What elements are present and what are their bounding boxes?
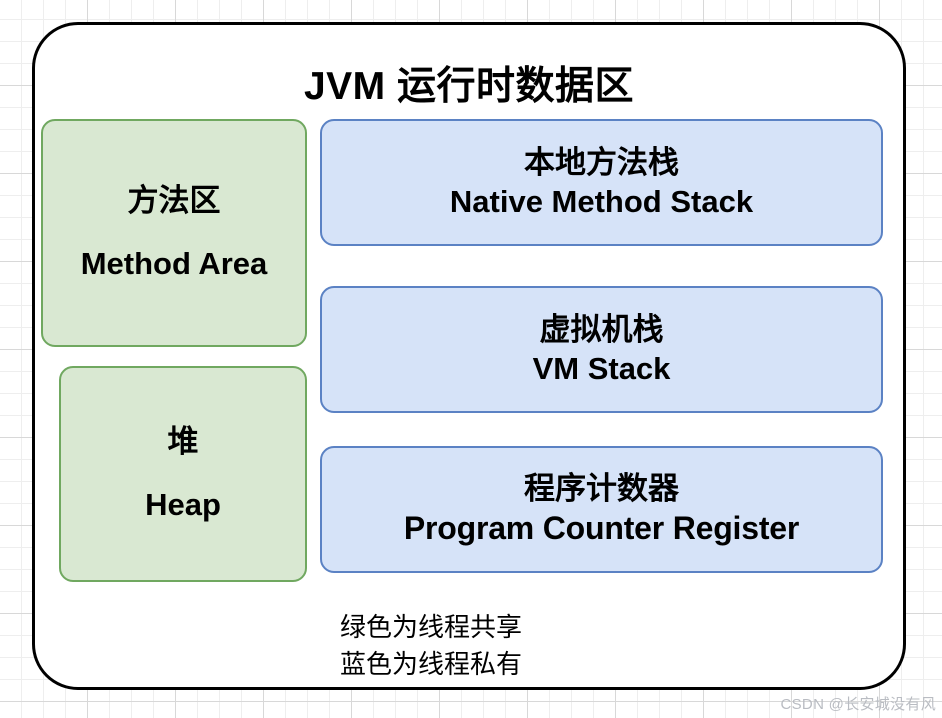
jvm-runtime-data-area-container: JVM 运行时数据区 方法区 Method Area 堆 Heap 本地方法栈 … (32, 22, 906, 690)
region-label-cn-native-method-stack: 本地方法栈 (524, 144, 679, 180)
region-box-method-area: 方法区 Method Area (41, 119, 307, 347)
region-label-cn-heap: 堆 (167, 424, 199, 460)
region-label-en-program-counter-register: Program Counter Register (403, 509, 800, 546)
region-label-cn-method-area: 方法区 (127, 183, 221, 219)
region-box-heap: 堆 Heap (59, 366, 307, 582)
watermark: CSDN @长安城没有风 (780, 696, 936, 713)
region-label-en-vm-stack: VM Stack (532, 350, 671, 386)
region-label-en-native-method-stack: Native Method Stack (449, 183, 754, 219)
region-box-vm-stack: 虚拟机栈 VM Stack (320, 286, 883, 413)
region-label-cn-program-counter-register: 程序计数器 (524, 471, 679, 507)
region-label-en-method-area: Method Area (80, 246, 268, 281)
region-label-cn-vm-stack: 虚拟机栈 (539, 311, 664, 347)
legend-line-shared: 绿色为线程共享 (340, 612, 523, 642)
region-box-native-method-stack: 本地方法栈 Native Method Stack (320, 119, 883, 246)
legend-line-private: 蓝色为线程私有 (340, 648, 523, 679)
page-title: JVM 运行时数据区 (303, 65, 635, 108)
region-label-en-heap: Heap (145, 487, 221, 522)
legend: 绿色为线程共享 蓝色为线程私有 (340, 609, 522, 683)
region-box-program-counter-register: 程序计数器 Program Counter Register (320, 446, 883, 573)
